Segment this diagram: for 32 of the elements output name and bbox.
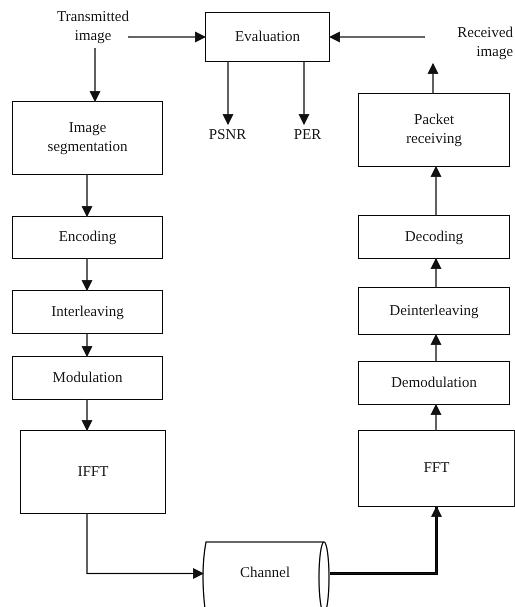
- process-box: Modulation: [12, 356, 163, 400]
- arrow: [82, 175, 92, 218]
- arrow: [82, 259, 92, 292]
- process-box: FFT: [358, 430, 515, 507]
- text-label: PSNR: [200, 124, 255, 146]
- text-label: Transmitted image: [50, 6, 136, 48]
- text-label: Received image: [425, 22, 513, 64]
- process-box: Image segmentation: [12, 101, 163, 175]
- process-box: Deinterleaving: [358, 287, 510, 335]
- arrow: [222, 62, 234, 126]
- arrow: [428, 62, 438, 93]
- arrow: [430, 404, 442, 430]
- arrow: [430, 166, 442, 215]
- process-box: Interleaving: [12, 290, 163, 334]
- arrow: [330, 506, 442, 575]
- process-box: Evaluation: [205, 12, 330, 62]
- node-label: Channel: [240, 564, 290, 584]
- process-box: Encoding: [12, 216, 163, 259]
- arrow: [328, 32, 425, 42]
- arrow: [430, 258, 442, 287]
- arrow: [430, 334, 442, 361]
- process-box: Demodulation: [358, 361, 510, 405]
- process-box: Packet receiving: [358, 93, 510, 167]
- process-box: IFFT: [20, 430, 166, 514]
- arrow: [82, 400, 92, 432]
- arrow: [128, 32, 206, 42]
- process-box: Decoding: [358, 215, 510, 259]
- arrow: [90, 48, 100, 102]
- text-label: PER: [285, 124, 330, 146]
- arrow: [82, 334, 92, 358]
- arrow: [86, 514, 204, 579]
- arrow: [298, 62, 310, 126]
